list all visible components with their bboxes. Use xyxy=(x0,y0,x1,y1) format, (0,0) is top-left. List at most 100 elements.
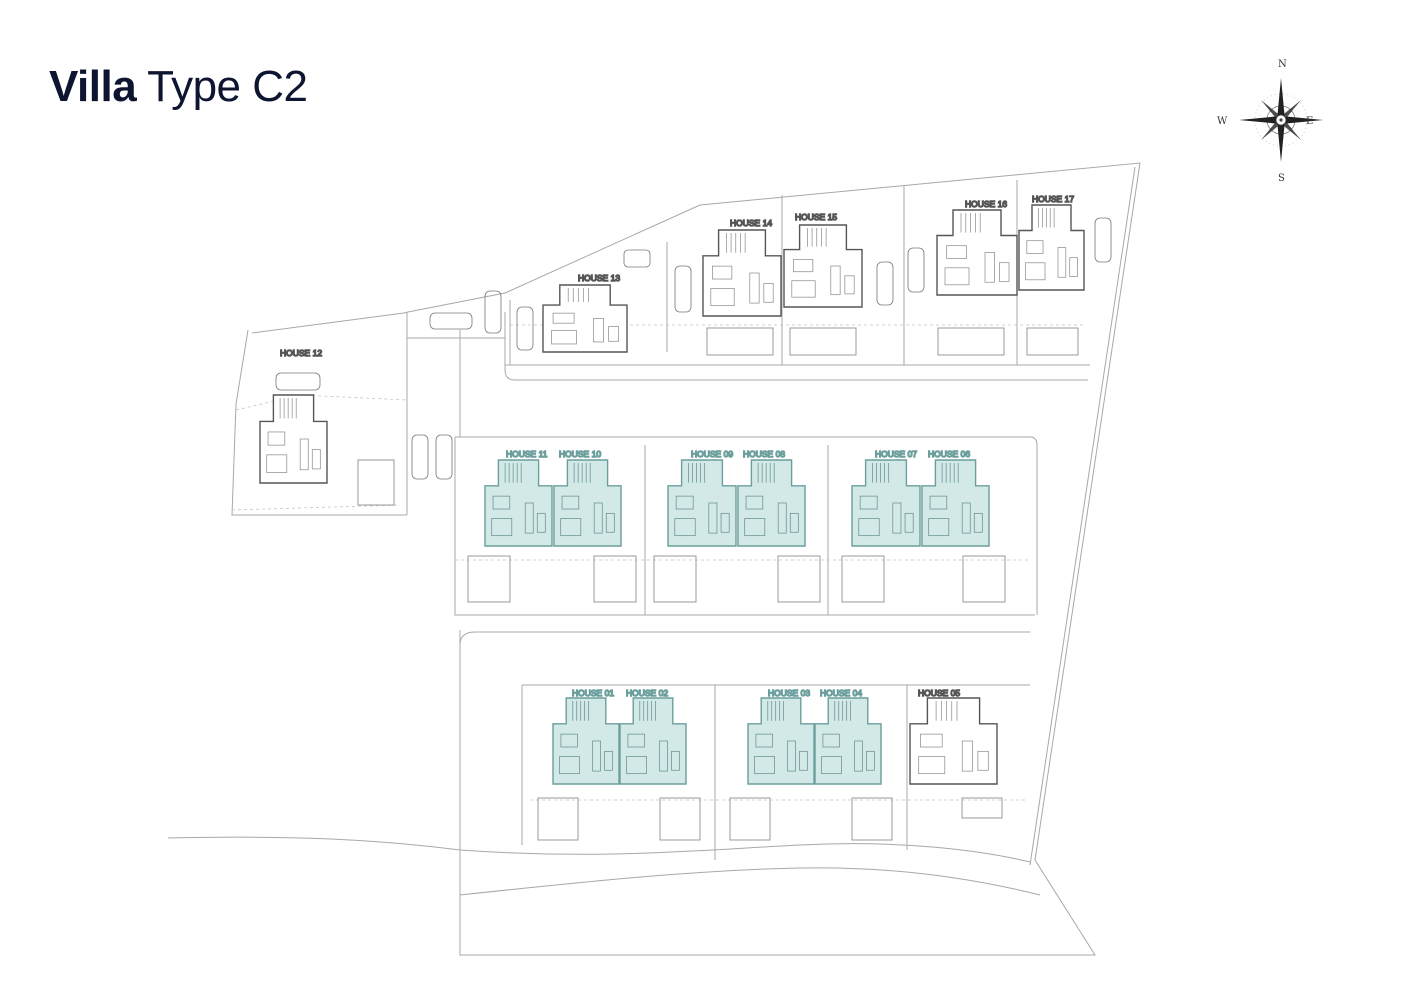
furniture xyxy=(1025,262,1046,281)
furniture xyxy=(266,454,288,473)
house-11[interactable]: HOUSE 11 xyxy=(484,448,553,547)
house-10[interactable]: HOUSE 10 xyxy=(553,448,622,547)
furniture xyxy=(1069,257,1078,277)
house-footprint xyxy=(936,209,1018,296)
furniture xyxy=(559,756,580,775)
house-07[interactable]: HOUSE 07 xyxy=(851,448,921,547)
house-03[interactable]: HOUSE 03 xyxy=(747,687,815,785)
furniture xyxy=(844,275,855,295)
house-label: HOUSE 12 xyxy=(280,348,322,358)
furniture xyxy=(918,756,946,775)
furniture xyxy=(491,518,513,537)
house-label: HOUSE 04 xyxy=(820,688,862,698)
furniture xyxy=(720,512,730,533)
furniture xyxy=(627,733,645,748)
furniture xyxy=(712,265,733,280)
house-footprint xyxy=(814,697,882,785)
pools xyxy=(357,327,1079,841)
furniture xyxy=(944,267,970,286)
furniture xyxy=(821,756,842,775)
furniture xyxy=(777,502,787,534)
house-04[interactable]: HOUSE 04 xyxy=(814,687,882,785)
furniture xyxy=(904,512,914,533)
furniture xyxy=(605,512,615,533)
compass-rose-icon: N E S W xyxy=(1217,59,1323,184)
house-footprint xyxy=(552,697,620,785)
house-footprint xyxy=(851,459,921,547)
furniture xyxy=(561,495,580,510)
house-footprint xyxy=(553,459,622,547)
house-06[interactable]: HOUSE 06 xyxy=(921,448,990,547)
house-label: HOUSE 02 xyxy=(626,688,668,698)
house-14[interactable]: HOUSE 14 xyxy=(702,217,782,317)
site-boundary xyxy=(167,162,1141,956)
house-13[interactable]: HOUSE 13 xyxy=(542,272,628,353)
house-16[interactable]: HOUSE 16 xyxy=(936,198,1018,296)
furniture xyxy=(793,259,814,273)
furniture xyxy=(791,280,816,298)
house-label: HOUSE 11 xyxy=(506,449,548,459)
furniture xyxy=(492,495,511,510)
furniture xyxy=(854,740,863,772)
house-footprint xyxy=(259,394,328,484)
furniture xyxy=(299,438,309,471)
furniture xyxy=(560,518,582,537)
house-label: HOUSE 07 xyxy=(875,449,917,459)
furniture xyxy=(787,740,796,772)
house-12[interactable]: HOUSE 12 xyxy=(259,347,328,484)
furniture xyxy=(920,733,943,748)
house-label: HOUSE 03 xyxy=(768,688,810,698)
furniture xyxy=(822,733,840,748)
house-label: HOUSE 08 xyxy=(743,449,785,459)
furniture xyxy=(536,512,546,533)
houses: HOUSE 01 HOUSE 02 HOUSE 03 HOUSE 04 HOUSE 05… xyxy=(259,193,1085,785)
house-05[interactable]: HOUSE 05 xyxy=(909,687,998,785)
house-footprint xyxy=(737,459,806,547)
house-15[interactable]: HOUSE 15 xyxy=(783,211,863,308)
furniture xyxy=(754,756,775,775)
house-label: HOUSE 05 xyxy=(918,688,960,698)
house-17[interactable]: HOUSE 17 xyxy=(1018,193,1085,291)
furniture xyxy=(1026,240,1044,254)
house-footprint xyxy=(484,459,553,547)
house-01[interactable]: HOUSE 01 xyxy=(552,687,620,785)
house-09[interactable]: HOUSE 09 xyxy=(667,448,737,547)
furniture xyxy=(608,326,619,342)
furniture xyxy=(859,495,878,510)
furniture xyxy=(755,733,773,748)
furniture xyxy=(928,518,950,537)
furniture xyxy=(830,265,841,296)
furniture xyxy=(675,495,694,510)
furniture xyxy=(749,272,760,304)
house-footprint xyxy=(1018,204,1085,291)
furniture xyxy=(708,502,718,534)
house-label: HOUSE 10 xyxy=(559,449,601,459)
house-footprint xyxy=(783,224,863,308)
house-02[interactable]: HOUSE 02 xyxy=(619,687,687,785)
house-08[interactable]: HOUSE 08 xyxy=(737,448,806,547)
furniture xyxy=(789,512,799,533)
furniture xyxy=(659,740,668,772)
furniture xyxy=(799,750,808,771)
furniture xyxy=(977,750,989,771)
furniture xyxy=(892,502,902,534)
furniture xyxy=(999,262,1010,282)
house-label: HOUSE 14 xyxy=(730,218,772,228)
house-label: HOUSE 16 xyxy=(965,199,1007,209)
house-label: HOUSE 06 xyxy=(928,449,970,459)
house-footprint xyxy=(702,229,782,317)
house-footprint xyxy=(619,697,687,785)
house-label: HOUSE 13 xyxy=(578,273,620,283)
title-bold: Villa xyxy=(49,62,137,111)
furniture xyxy=(961,502,971,534)
furniture xyxy=(311,449,321,470)
furniture xyxy=(744,518,766,537)
furniture xyxy=(551,330,577,345)
parked-cars xyxy=(275,217,1112,480)
title-rest: Type C2 xyxy=(147,62,308,111)
roads xyxy=(406,180,1090,955)
compass-s: S xyxy=(1278,173,1285,184)
house-footprint xyxy=(747,697,815,785)
furniture xyxy=(593,502,603,534)
